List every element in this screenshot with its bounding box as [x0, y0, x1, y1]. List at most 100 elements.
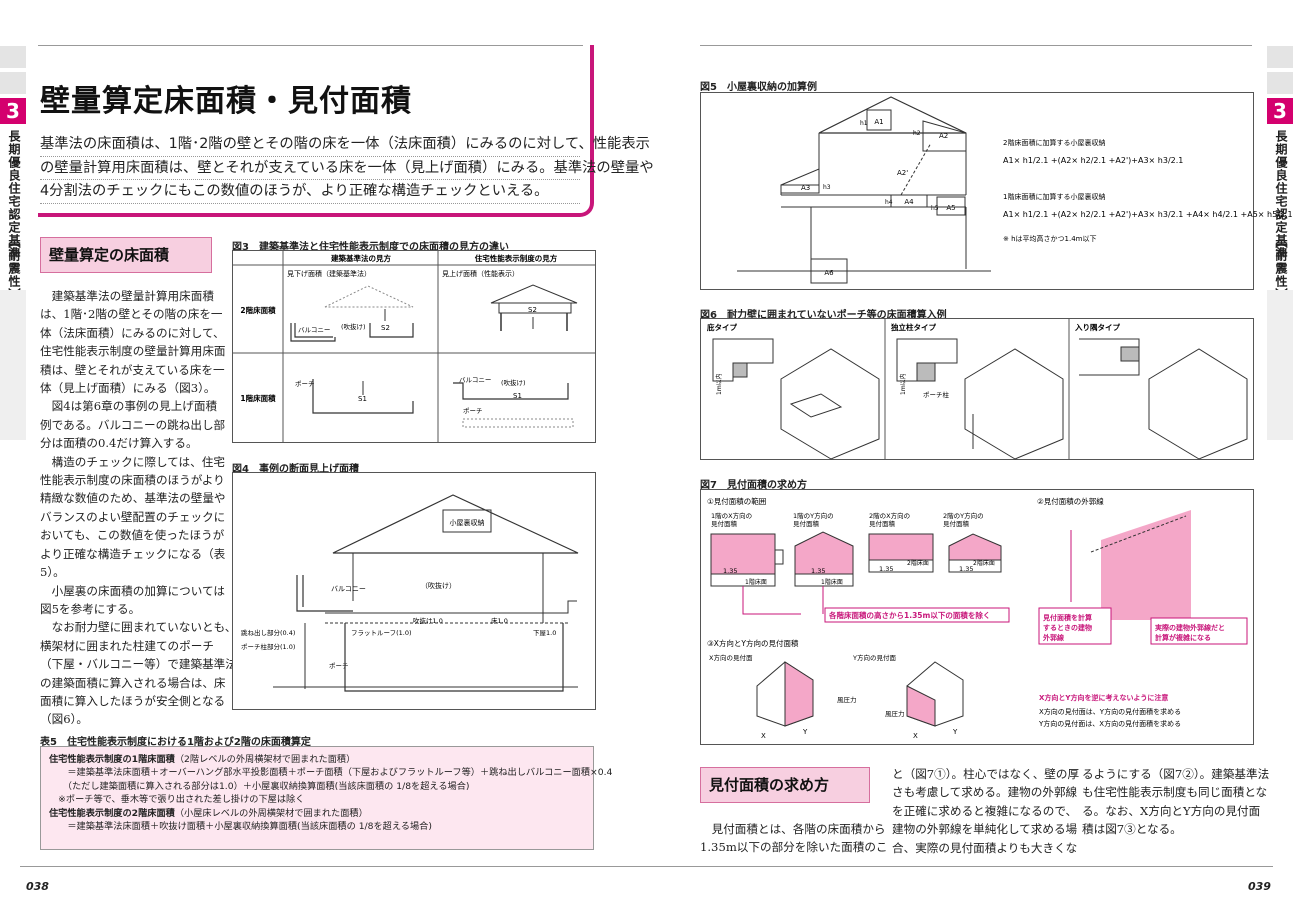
body-line: る。なお、X方向とY方向の見付面: [1082, 803, 1261, 818]
side-tab-blank: [0, 72, 26, 94]
lead-line: の壁量計算用床面積は、壁とそれが支えている床を一体（見上げ面積）にみる。基準法の…: [40, 157, 654, 180]
svg-text:1階のY方向の: 1階のY方向の: [793, 511, 834, 520]
figure-4: 小屋裏収納 バルコニー （吹抜け） 跳ね出し部分(0.4) ポーチ柱部分(1.0…: [232, 472, 596, 710]
figure-5: A1 h1 A2 h2 A2' A3 h3 A4 h4 A5 h5 A6 2階床…: [700, 92, 1293, 290]
svg-text:h2: h2: [913, 130, 921, 137]
fig3-col2: 住宅性能表示制度の見方: [475, 253, 558, 263]
formula-note: ※ hは平均高さかつ1.4m以下: [1003, 234, 1096, 243]
body-line: 例である。バルコニーの跳ね出し部: [40, 417, 226, 432]
figure-3: 建築基準法の見方 住宅性能表示制度の見方 見下げ面積（建築基準法） 見上げ面積（…: [232, 250, 596, 443]
page-number-right: 039: [1248, 880, 1271, 893]
svg-text:2階のY方向の: 2階のY方向の: [943, 511, 984, 520]
svg-text:S2: S2: [528, 306, 537, 314]
svg-text:入り隅タイプ: 入り隅タイプ: [1074, 322, 1120, 332]
svg-text:1.35: 1.35: [879, 565, 893, 573]
svg-text:h3: h3: [823, 184, 831, 191]
svg-text:風圧力: 風圧力: [837, 695, 857, 704]
chapter-label: 長期優良住宅認定基準②: [1274, 130, 1288, 275]
svg-text:跳ね出し部分(0.4): 跳ね出し部分(0.4): [241, 628, 295, 637]
callout-1: 各階床面積の高さから1.35m以下の面積を除く: [828, 610, 990, 620]
section-heading: 壁量算定の床面積: [40, 237, 212, 273]
figure-3-drawing: 建築基準法の見方 住宅性能表示制度の見方 見下げ面積（建築基準法） 見上げ面積（…: [233, 251, 595, 442]
table-line: （ただし建築面積に算入される部分は1.0）＋小屋裏収納換算面積(当該床面積の 1…: [49, 780, 470, 792]
svg-text:Y方向の見付面は、X方向の見付面積を求める: Y方向の見付面は、X方向の見付面積を求める: [1038, 719, 1181, 728]
svg-text:S1: S1: [513, 392, 522, 400]
body-line: 精緻な数値のため、基準法の壁量や: [40, 491, 226, 506]
figure-6: 庇タイプ 独立柱タイプ 入り隅タイプ 1m以内 1m以内 ポーチ柱: [700, 318, 1254, 460]
body-line: 住宅性能表示制度の壁量計算用床面: [40, 344, 226, 359]
svg-text:バルコニー: バルコニー: [459, 376, 491, 384]
lead-line: 4分割法のチェックにもこの数値のほうが、より正確な構造チェックといえる。: [40, 180, 580, 204]
svg-text:庇タイプ: 庇タイプ: [706, 322, 737, 332]
svg-text:X方向の見付面は、Y方向の見付面積を求める: X方向の見付面は、Y方向の見付面積を求める: [1039, 707, 1181, 716]
svg-text:X方向の見付面: X方向の見付面: [709, 653, 753, 662]
body-line: 5）。: [40, 565, 65, 580]
svg-text:A2': A2': [897, 169, 908, 177]
body-line: の建築面積に算入される場合は、床: [40, 675, 226, 690]
body-line: さも考慮して求める。建物の外郭線: [892, 785, 1078, 800]
svg-text:ポーチ: ポーチ: [295, 380, 315, 388]
svg-text:③X方向とY方向の見付面積: ③X方向とY方向の見付面積: [707, 638, 799, 648]
chapter-number: 3: [0, 98, 26, 124]
body-line: 体（見上げ面積）にみる（図3）。: [40, 381, 216, 396]
svg-text:2階床面: 2階床面: [907, 559, 929, 567]
figure-caption: 図4 事例の断面見上げ面積: [232, 464, 359, 475]
svg-text:風圧力: 風圧力: [885, 709, 905, 718]
section2-col1: 見付面積とは、各階の床面積から 1.35m以下の部分を除いた面積のこ: [700, 820, 888, 857]
svg-text:S2: S2: [381, 324, 390, 332]
table-caption: 表5 住宅性能表示制度における1階および2階の床面積算定: [40, 737, 311, 748]
body-line: 積は図7③となる。: [1082, 822, 1182, 837]
svg-text:②見付面積の外郭線: ②見付面積の外郭線: [1037, 496, 1104, 506]
body-line: 1.35m以下の部分を除いた面積のこ: [700, 840, 888, 855]
formula-2: A1× h1/2.1 +(A2× h2/2.1 +A2')+A3× h3/2.1…: [1003, 210, 1293, 219]
figure-4-drawing: 小屋裏収納 バルコニー （吹抜け） 跳ね出し部分(0.4) ポーチ柱部分(1.0…: [241, 494, 579, 692]
body-line: も住宅性能表示制度も同じ面積とな: [1082, 785, 1268, 800]
fig3-col1: 建築基準法の見方: [330, 253, 391, 263]
top-rule: [700, 45, 1252, 46]
body-line: （図6）。: [40, 712, 88, 727]
chapter-number: 3: [1267, 98, 1293, 124]
warning-text: X方向とY方向を逆に考えないように注意: [1039, 693, 1168, 702]
svg-text:①見付面積の範囲: ①見付面積の範囲: [707, 496, 766, 506]
section2-col3: るようにする（図7②）。建築基準法も住宅性能表示制度も同じ面積となる。なお、X方…: [1082, 765, 1270, 839]
side-tab-blank: [1267, 290, 1293, 440]
table-line: ＝建築基準法床面積＋吹抜け面積＋小屋裏収納換算面積(当該床面積の 1/8を超える…: [49, 821, 432, 833]
figure-caption: 図6 耐力壁に囲まれていないポーチ等の床面積算入例: [700, 310, 947, 321]
body-line: は、1階･2階の壁とその階の床を一: [40, 307, 223, 322]
table-line: 住宅性能表示制度の1階床面積（2階レベルの外周横架材で囲まれた面積）: [49, 754, 356, 765]
body-line: 合、実際の見付面積よりも大きくな: [892, 840, 1078, 855]
fig3-row1: 2階床面積: [240, 305, 276, 315]
figure-caption: 図7 見付面積の求め方: [700, 480, 807, 491]
body-line: 見付面積とは、各階の床面積から: [700, 822, 886, 836]
body-line: 体（法床面積）にみるのに対して、: [40, 325, 225, 340]
svg-text:するときの建物: するときの建物: [1043, 623, 1092, 632]
figure-caption: 図3 建築基準法と住宅性能表示制度での床面積の見方の違い: [232, 242, 509, 253]
svg-text:h4: h4: [885, 199, 893, 206]
page-title: 壁量算定床面積・見付面積: [40, 84, 412, 119]
svg-text:床1.0: 床1.0: [491, 616, 508, 625]
svg-text:実際の建物外郭線だと: 実際の建物外郭線だと: [1155, 623, 1225, 632]
svg-text:1.35: 1.35: [723, 567, 737, 575]
fig7-sub1: 1階のX方向の: [711, 511, 752, 520]
svg-text:S1: S1: [358, 395, 367, 403]
svg-text:外郭線: 外郭線: [1043, 633, 1064, 642]
side-tab-blank: [1267, 72, 1293, 94]
svg-text:小屋裏収納: 小屋裏収納: [450, 518, 485, 527]
body-line: おいても、この数値を使ったほうが: [40, 528, 225, 543]
side-tab-blank: [0, 46, 26, 68]
body-line: るようにする（図7②）。建築基準法: [1082, 767, 1270, 781]
svg-text:見付面積: 見付面積: [711, 519, 738, 528]
body-line: 積は、壁とそれが支えている床を一: [40, 362, 225, 377]
svg-text:バルコニー: バルコニー: [331, 585, 366, 593]
svg-text:h5: h5: [931, 205, 939, 212]
formula-title-1: 2階床面積に加算する小屋裏収納: [1003, 138, 1105, 147]
top-rule: [38, 45, 583, 46]
body-line: 小屋裏の床面積の加算については: [40, 583, 225, 598]
svg-text:1階床面: 1階床面: [745, 578, 767, 586]
body-line: （下屋・バルコニー等）で建築基準法: [40, 657, 237, 672]
fig3-sub2: 見上げ面積（性能表示）: [442, 269, 519, 278]
svg-text:1.35: 1.35: [959, 565, 973, 573]
body-line: バランスのよい壁配置のチェックに: [40, 509, 226, 524]
body-line: 面積に算入したほうが安全側となる: [40, 693, 226, 708]
svg-text:(吹抜け): (吹抜け): [501, 378, 526, 387]
